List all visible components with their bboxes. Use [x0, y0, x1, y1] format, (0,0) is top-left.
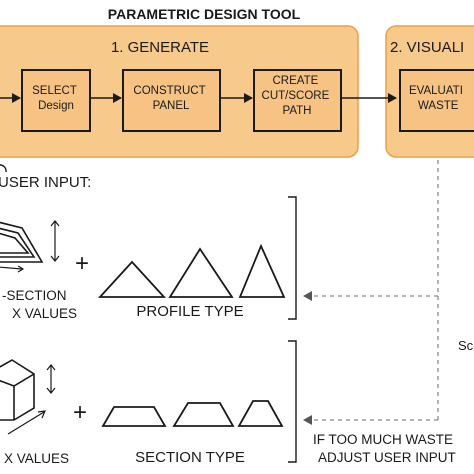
step-select-design-box [21, 69, 91, 132]
feedback-note: IF TOO MUCH WASTE ADJUST USER INPUT [313, 432, 457, 465]
plus-sign-row1: + [75, 250, 89, 277]
user-input-heading: USER INPUT: [0, 174, 91, 191]
section-type-label: SECTION TYPE [135, 449, 245, 466]
box-section-icon [0, 359, 46, 435]
profile-triangle-medium [168, 247, 234, 298]
step-cut-score-box [253, 69, 342, 132]
bracket-row2 [288, 340, 297, 463]
user-input-bullet-icon [0, 164, 7, 173]
generate-panel: 1. GENERATE SELECT Design CONSTRUCT PANE… [0, 25, 359, 158]
height-arrow-icon [50, 220, 60, 262]
feedback-loop [303, 160, 439, 425]
bottom-left-label: X VALUES [4, 451, 69, 466]
step-select-design-label: SELECT Design [32, 85, 80, 112]
profile-triangle-small [97, 260, 167, 298]
section-trapezoid-medium [172, 402, 235, 427]
depth-arrow-icon [46, 364, 56, 394]
bracket-row1 [288, 196, 297, 320]
evaluate-waste-label: EVALUATI WASTE [409, 85, 466, 112]
section-trapezoid-small [101, 406, 167, 427]
feedback-side-text: Sc [458, 338, 474, 353]
section-trapezoid-large [237, 400, 284, 427]
section-type-shapes [101, 400, 284, 427]
profile-type-shapes [97, 243, 286, 298]
cross-section-icon [0, 221, 44, 273]
visualize-heading: 2. VISUALI [390, 39, 464, 56]
step-cut-score-label: CREATE CUT/SCORE PATH [262, 75, 333, 117]
cross-section-label: -SECTION X VALUES [2, 288, 77, 321]
profile-type-label: PROFILE TYPE [136, 303, 243, 320]
generate-heading: 1. GENERATE [111, 39, 209, 56]
plus-sign-row2: + [73, 399, 87, 426]
step-construct-panel-label: CONSTRUCT PANEL [133, 85, 208, 112]
step-construct-panel-box [122, 69, 221, 132]
evaluate-waste-box [399, 69, 474, 132]
profile-triangle-large [238, 243, 286, 298]
visualize-panel: 2. VISUALI EVALUATI WASTE [385, 25, 474, 158]
diagram-title: PARAMETRIC DESIGN TOOL [108, 6, 301, 22]
